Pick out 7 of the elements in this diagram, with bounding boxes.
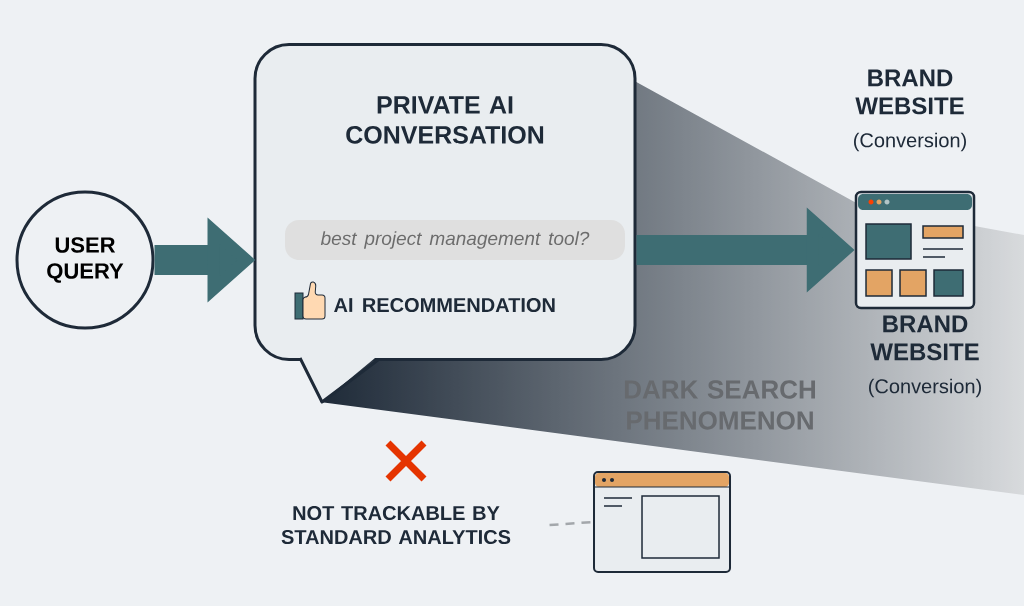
browser-drawing [593,471,731,573]
website-title: BRAND WEBSITE (Conversion) [854,69,966,152]
website-drawing [854,190,976,310]
query-bubble: best project management tool? [285,220,625,260]
warning-text: NOT TRACKABLE BY STANDARD ANALYTICS [281,505,511,545]
recommendation-text: AI RECOMMENDATION [334,297,555,313]
website-caption: BRAND WEBSITE (Conversion) [869,315,981,398]
